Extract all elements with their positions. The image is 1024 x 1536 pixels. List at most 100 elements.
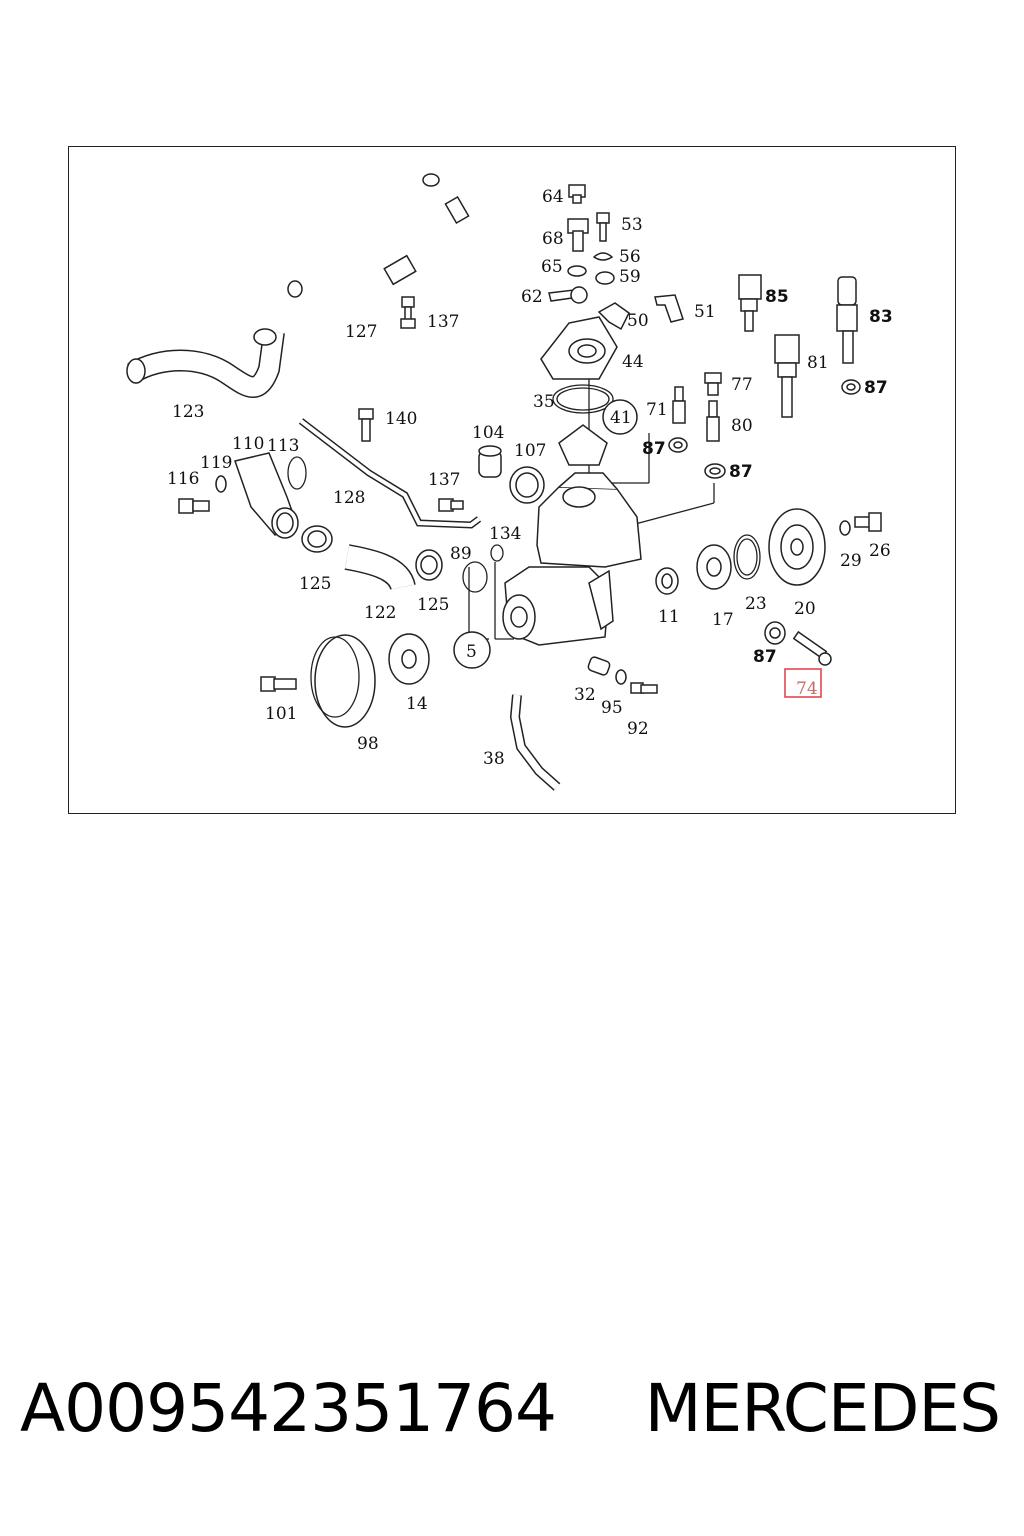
part-number: A009542351764: [20, 1370, 557, 1447]
label-140: 140: [385, 409, 417, 429]
label-87b: 87: [642, 439, 666, 459]
clamp-125a: [301, 525, 333, 553]
label-137b: 137: [428, 470, 460, 490]
label-32: 32: [574, 685, 596, 705]
bolt-92: [630, 682, 658, 694]
label-11: 11: [658, 607, 680, 627]
label-113: 113: [267, 436, 299, 456]
parts-diagram-frame: 64 53 68 56 65 59 62 50 51 85 83 44 81 8…: [68, 146, 956, 814]
hose-38: [509, 694, 561, 791]
top-fittings: [548, 184, 684, 331]
label-77: 77: [731, 375, 753, 395]
label-87a: 87: [864, 378, 888, 398]
label-59: 59: [619, 267, 641, 287]
label-23: 23: [745, 594, 767, 614]
fitting-104: [478, 445, 502, 478]
footer: A009542351764 MERCEDES: [0, 1370, 1024, 1480]
label-122: 122: [364, 603, 396, 623]
label-104: 104: [472, 423, 504, 443]
bolt-101: [260, 676, 297, 692]
label-56: 56: [619, 247, 641, 267]
label-20: 20: [794, 599, 816, 619]
clamp-125b: [415, 549, 443, 581]
o-ring-134: [490, 544, 504, 562]
label-134: 134: [489, 524, 521, 544]
label-35: 35: [533, 392, 555, 412]
pipe-127: [287, 173, 470, 315]
clamp-107: [509, 466, 545, 504]
label-68: 68: [542, 229, 564, 249]
label-41: 41: [610, 408, 632, 428]
pulley-20: [768, 508, 826, 586]
hub-17: [696, 544, 732, 590]
sensor-80: [706, 400, 720, 442]
label-29: 29: [840, 551, 862, 571]
sensor-83: [836, 276, 858, 364]
pulley-98: [310, 634, 376, 728]
washer-95: [615, 669, 627, 685]
label-107: 107: [514, 441, 546, 461]
label-38: 38: [483, 749, 505, 769]
o-ring-89: [462, 561, 488, 593]
label-65: 65: [541, 257, 563, 277]
bolt-137-top: [400, 296, 416, 329]
label-92: 92: [627, 719, 649, 739]
flange-14: [388, 633, 430, 685]
label-17: 17: [712, 610, 734, 630]
label-71: 71: [646, 400, 668, 420]
label-98: 98: [357, 734, 379, 754]
hose-122: [344, 544, 416, 592]
bolt-137-mid: [438, 498, 464, 512]
label-87c: 87: [729, 462, 753, 482]
label-110: 110: [232, 434, 264, 454]
pump-housing: [502, 472, 642, 646]
hose-123: [126, 328, 285, 398]
washers-87: [668, 437, 726, 479]
elbow-110: [234, 452, 299, 539]
o-ring-113: [287, 456, 307, 490]
label-125b: 125: [417, 595, 449, 615]
label-127: 127: [345, 322, 377, 342]
label-83: 83: [869, 307, 893, 327]
o-ring-35: [552, 384, 614, 414]
sensor-71: [672, 386, 686, 424]
plug-77: [704, 372, 722, 396]
thermostat-41: [558, 399, 638, 466]
label-5: 5: [466, 642, 477, 662]
label-89: 89: [450, 544, 472, 564]
sensor-74: [792, 630, 832, 666]
washer-87d: [764, 621, 786, 645]
fitting-140: [358, 408, 374, 442]
label-14: 14: [406, 694, 428, 714]
label-116: 116: [167, 469, 199, 489]
label-81: 81: [807, 353, 829, 373]
brand-name: MERCEDES: [644, 1370, 1001, 1447]
washer-87a: [841, 379, 861, 395]
parts-diagram: 64 53 68 56 65 59 62 50 51 85 83 44 81 8…: [126, 173, 893, 791]
label-44: 44: [622, 352, 644, 372]
label-74: 74: [796, 679, 818, 699]
label-85: 85: [765, 287, 789, 307]
bushing-11: [655, 567, 679, 595]
label-87d: 87: [753, 647, 777, 667]
label-119: 119: [200, 453, 232, 473]
label-26: 26: [869, 541, 891, 561]
gasket-23: [733, 534, 761, 580]
label-51: 51: [694, 302, 716, 322]
pipe-128: [298, 418, 482, 529]
highlight-box-74: [784, 668, 822, 698]
sensor-81: [774, 334, 800, 418]
bolt-26: [854, 512, 882, 532]
washer-119: [215, 475, 227, 493]
part-labels: 64 53 68 56 65 59 62 50 51 85 83 44 81 8…: [167, 187, 893, 769]
sensor-85: [738, 274, 762, 332]
label-62: 62: [521, 287, 543, 307]
label-circle-5: [453, 631, 491, 669]
bolt-116: [178, 498, 210, 514]
label-95: 95: [601, 698, 623, 718]
label-64: 64: [542, 187, 564, 207]
label-128: 128: [333, 488, 365, 508]
label-50: 50: [627, 311, 649, 331]
label-80: 80: [731, 416, 753, 436]
label-125a: 125: [299, 574, 331, 594]
